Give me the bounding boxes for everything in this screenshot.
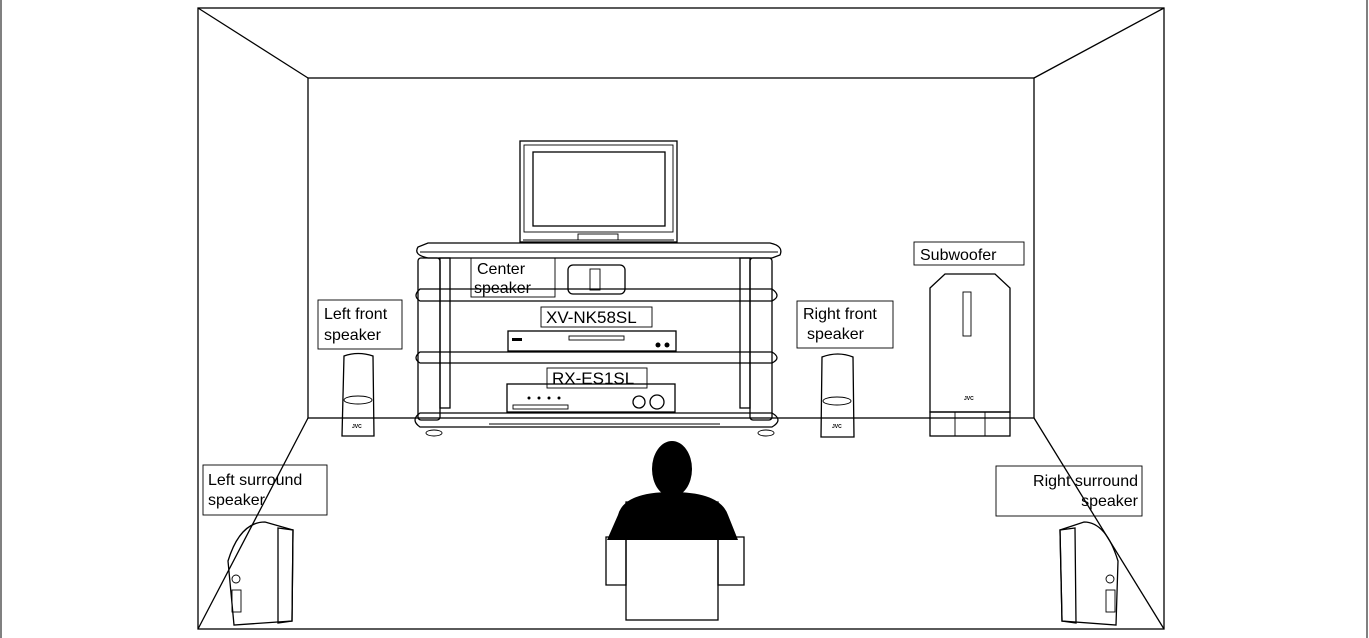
subwoofer: JVC <box>929 273 1011 437</box>
label-left-front: Left front speaker <box>317 299 403 350</box>
subwoofer-label: Subwoofer <box>920 247 997 264</box>
left-front-brand: JVC <box>352 424 362 430</box>
label-subwoofer: Subwoofer <box>913 241 1025 266</box>
center-speaker <box>567 264 626 295</box>
av-rack <box>414 242 782 437</box>
listener <box>605 441 745 621</box>
left-surround-speaker <box>227 521 294 626</box>
right-front-speaker: JVC <box>820 353 855 438</box>
right-front-brand: JVC <box>832 424 842 430</box>
right-front-label-line2: speaker <box>807 326 865 343</box>
room-back-wall <box>307 77 1035 419</box>
dvd-player-label: XV-NK58SL <box>546 308 637 327</box>
center-speaker-label-line1: Center <box>477 261 526 278</box>
receiver-label: RX-ES1SL <box>552 369 634 388</box>
left-front-label-line1: Left front <box>324 306 388 323</box>
room-outer-frame <box>197 7 1165 630</box>
left-front-label-line2: speaker <box>324 327 382 344</box>
label-left-surround: Left surround speaker <box>202 464 328 516</box>
label-right-surround: Right surround speaker <box>995 465 1143 517</box>
left-surround-label-line2: speaker <box>208 492 266 509</box>
label-right-front: Right front speaker <box>796 300 894 349</box>
dvd-player <box>507 330 677 352</box>
subwoofer-brand: JVC <box>964 396 974 402</box>
left-surround-label-line1: Left surround <box>208 472 302 489</box>
center-speaker-label-line2: speaker <box>474 280 532 297</box>
av-receiver <box>506 383 676 413</box>
room <box>197 7 1165 630</box>
right-front-label-line1: Right front <box>803 306 877 323</box>
television <box>519 140 678 243</box>
left-front-speaker: JVC <box>341 352 375 437</box>
label-center-speaker: Center speaker <box>470 257 556 298</box>
label-receiver: RX-ES1SL <box>546 367 648 389</box>
right-surround-label-line2: speaker <box>1081 493 1139 510</box>
right-surround-label-line1: Right surround <box>1033 473 1138 490</box>
label-dvd-player: XV-NK58SL <box>540 306 653 328</box>
right-surround-speaker <box>1059 521 1119 626</box>
